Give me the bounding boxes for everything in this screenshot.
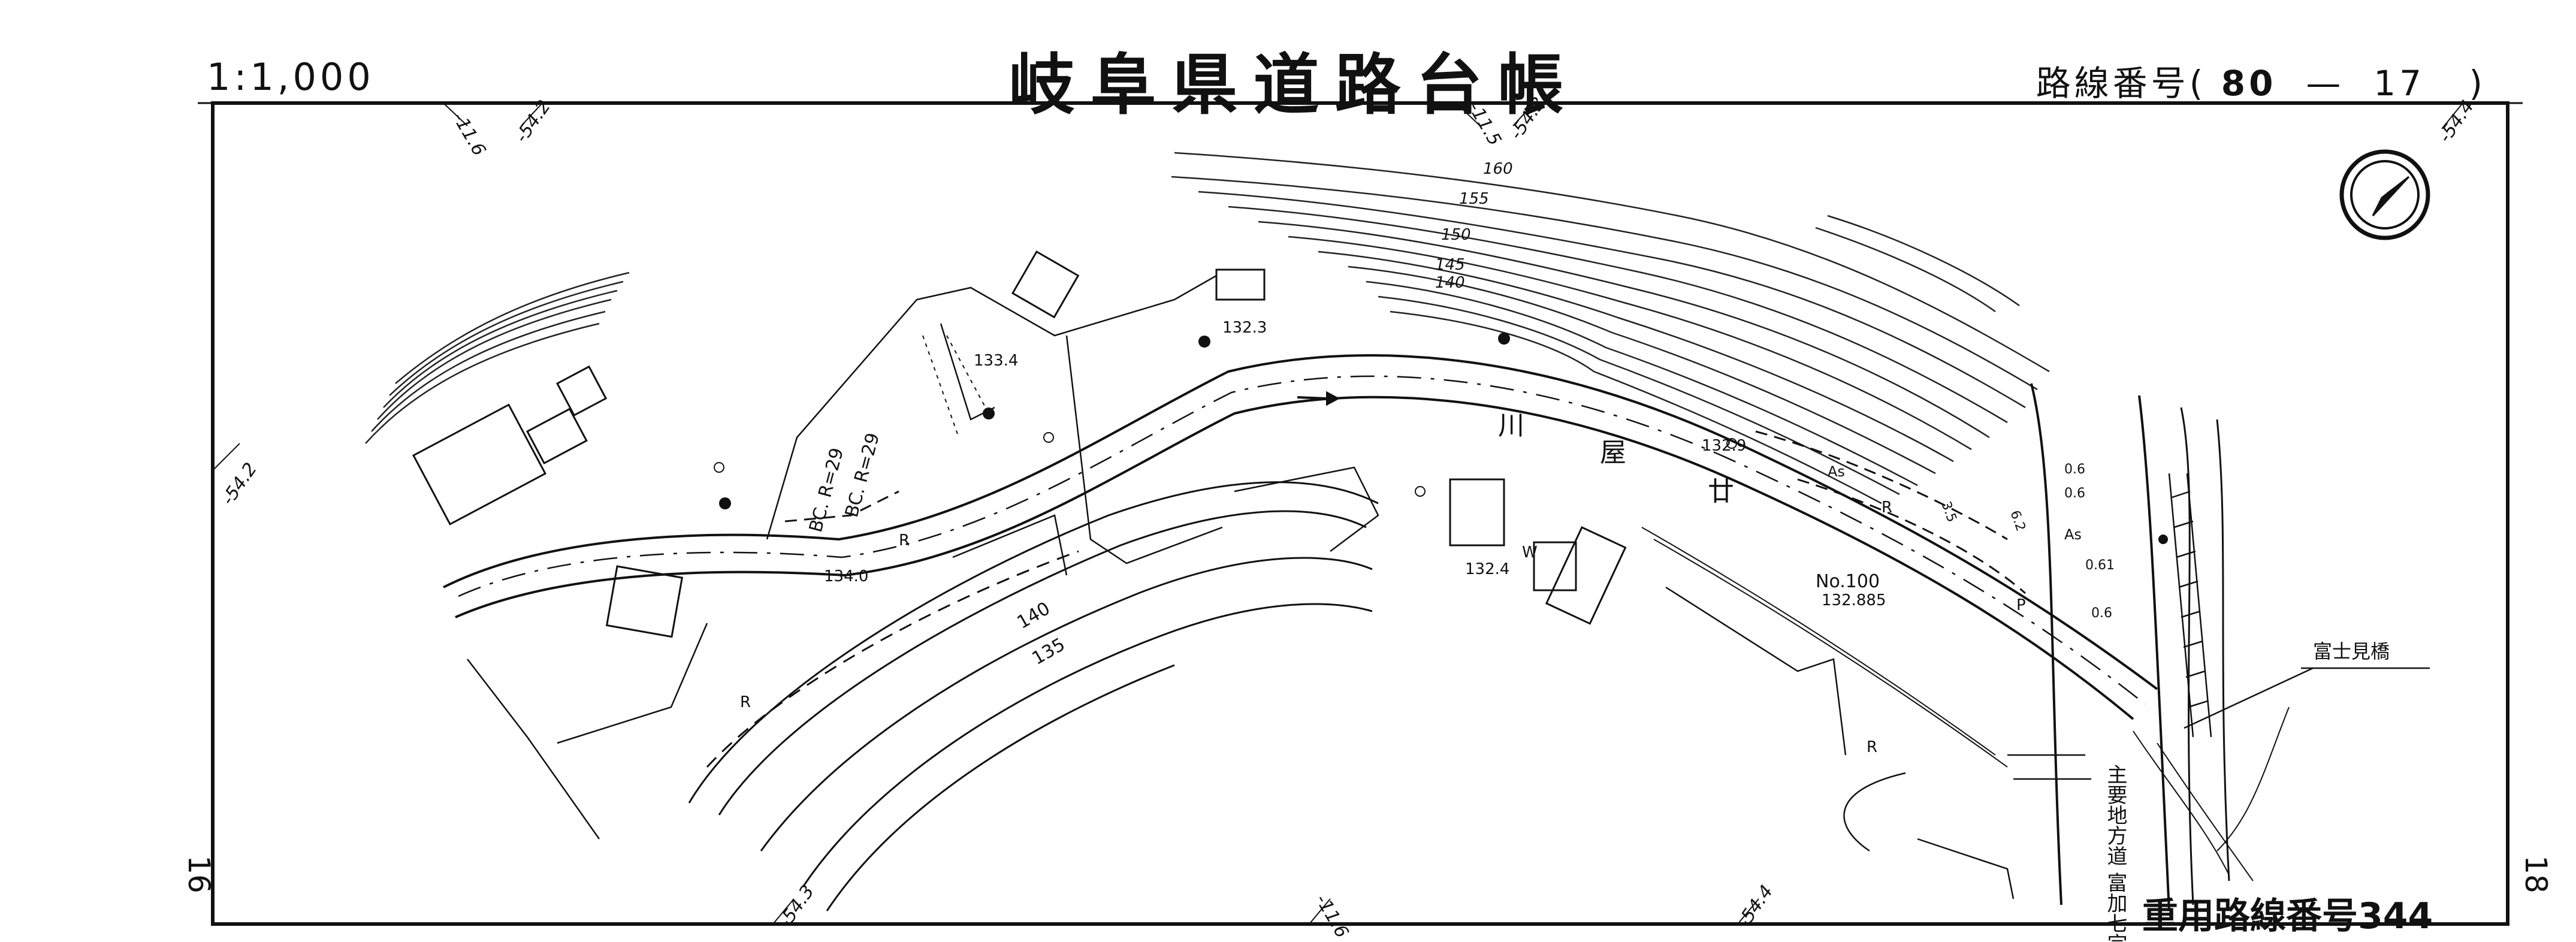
left-sheet-label: 16	[181, 855, 216, 893]
buildings	[412, 250, 1627, 638]
elevation-label: 132.9	[1702, 437, 1746, 455]
route-dash: —	[2306, 63, 2345, 104]
place-name-char: 川	[1498, 410, 1524, 441]
contour-lines-north	[1171, 152, 2050, 505]
surface-label: As	[1828, 463, 1845, 480]
elevation-label: 133.4	[974, 352, 1018, 370]
bridge-name: 富士見橋	[2313, 640, 2390, 663]
right-sheet-label: 18	[2518, 855, 2553, 893]
station-label: No.100	[1816, 571, 1880, 592]
crossing-road-label: 主要地方道 富加七宗線	[2103, 764, 2127, 942]
overlap-route-number: 重用路線番号344	[2142, 895, 2433, 937]
symbol-label: W	[1522, 544, 1538, 561]
grid-label: -11.6	[1311, 891, 1352, 942]
lower-road	[688, 481, 1379, 911]
place-name-char: 屋	[1600, 437, 1626, 468]
width-label: 0.6	[2091, 606, 2112, 621]
curve-label: BC. R=29	[841, 431, 884, 520]
elevation-label: 134.0	[824, 567, 868, 585]
north-arrow-icon	[2339, 149, 2430, 240]
symbol-label: R	[899, 532, 910, 550]
map-scale: 1:1,000	[207, 55, 375, 99]
width-label: 0.6	[2064, 462, 2085, 477]
place-name-char: 廿	[1708, 476, 1734, 507]
page-title: 岐阜県道路台帳	[1008, 47, 1580, 123]
grid-label: -11.5	[1464, 99, 1505, 150]
symbol-label: R	[740, 693, 751, 711]
contour-label: 145	[1435, 256, 1465, 274]
elevation-label: 132.4	[1465, 560, 1509, 578]
contour-label: 155	[1459, 190, 1489, 208]
width-label: 0.6	[2064, 486, 2085, 501]
symbol-label: R	[1867, 738, 1877, 756]
stream-band	[1641, 527, 2290, 881]
direction-arrow	[1297, 391, 1340, 406]
route-label: 路線番号	[2036, 63, 2190, 104]
contour-label: 140	[1014, 598, 1054, 633]
width-label: 0.61	[2085, 558, 2115, 573]
crossing-road-name: 主要地方道 富加七宗線	[2103, 764, 2127, 942]
crossing-road	[2030, 383, 2230, 911]
parcels	[467, 274, 2015, 899]
curve-label: BC. R=29	[805, 446, 848, 535]
symbol-label: P	[2016, 596, 2026, 614]
route-number-a: 80	[2221, 63, 2277, 104]
grid-label: -11.6	[448, 109, 490, 160]
bridge-hatching	[2007, 473, 2212, 780]
contour-label: 160	[1483, 160, 1513, 178]
width-label: 6.2	[2007, 509, 2028, 533]
route-number-b: 17	[2373, 63, 2426, 104]
elevation-label: 132.885	[1822, 591, 1886, 609]
surface-label: As	[2064, 526, 2082, 543]
main-road	[443, 354, 2158, 720]
grid-label: -54.2	[218, 459, 261, 509]
contour-lines-west	[365, 271, 630, 444]
contour-label: 140	[1435, 274, 1465, 292]
survey-points	[714, 333, 2168, 544]
contour-label: 150	[1441, 226, 1471, 244]
grid-label: -54.3	[1506, 93, 1550, 144]
width-label: 3.5	[1938, 500, 1959, 524]
survey-lines	[922, 335, 989, 438]
elevation-label: 132.3	[1222, 319, 1267, 337]
callout-leader	[2184, 667, 2314, 729]
boundary-dashed	[784, 430, 2026, 594]
map-frame	[211, 101, 2509, 926]
symbol-label: R	[1882, 499, 1892, 517]
route-number: 路線番号( 80 — 17 )	[2036, 63, 2486, 104]
